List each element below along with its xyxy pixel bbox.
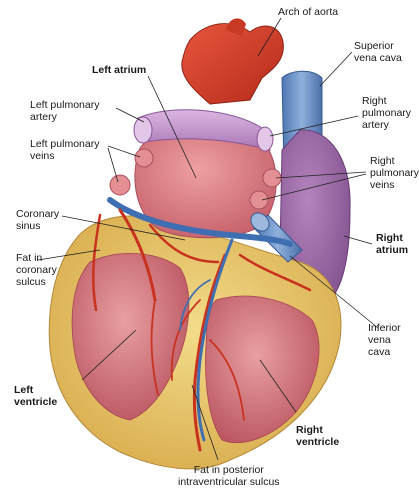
label-left-pulmonary-veins: Left pulmonary veins: [30, 138, 100, 162]
label-right-pulmonary-veins: Right pulmonary veins: [370, 155, 419, 191]
label-coronary-sinus: Coronary sinus: [16, 208, 60, 232]
label-left-atrium: Left atrium: [92, 64, 147, 76]
leader-lines: [37, 17, 379, 461]
coronary-veins: [179, 238, 234, 442]
coronary-sinus-shape: [107, 197, 293, 247]
left-ventricle-shape: [71, 253, 190, 421]
right-pulmonary-vein-lower: [249, 190, 269, 210]
right-pulmonary-artery-end: [256, 126, 274, 152]
label-inferior-vena-cava: Inferior vena cava: [368, 322, 401, 358]
coronary-arteries: [92, 208, 312, 452]
right-ventricle-shape: [205, 295, 320, 444]
label-right-pulmonary-artery: Right pulmonary artery: [362, 95, 412, 131]
left-pulmonary-vein-upper: [134, 148, 154, 168]
label-right-ventricle: Right ventricle: [296, 424, 340, 448]
left-pulmonary-vein-lower: [109, 174, 131, 196]
label-right-atrium: Right atrium: [376, 232, 409, 256]
pulmonary-artery-shape: [137, 109, 271, 151]
label-left-ventricle: Left ventricle: [14, 384, 58, 408]
label-fat-in-coronary-sulcus: Fat in coronary sulcus: [16, 252, 57, 288]
label-arch-of-aorta: Arch of aorta: [278, 6, 339, 18]
left-pulmonary-artery-end: [133, 116, 153, 144]
label-superior-vena-cava: Superior vena cava: [354, 40, 402, 64]
aorta-branch-shape: [226, 18, 246, 36]
label-left-pulmonary-artery: Left pulmonary artery: [30, 99, 100, 123]
aorta-arch-shape: [181, 23, 284, 105]
label-fat-in-posterior-intraventricular-sulcus: Fat in posterior intraventricular sulcus: [178, 464, 280, 488]
